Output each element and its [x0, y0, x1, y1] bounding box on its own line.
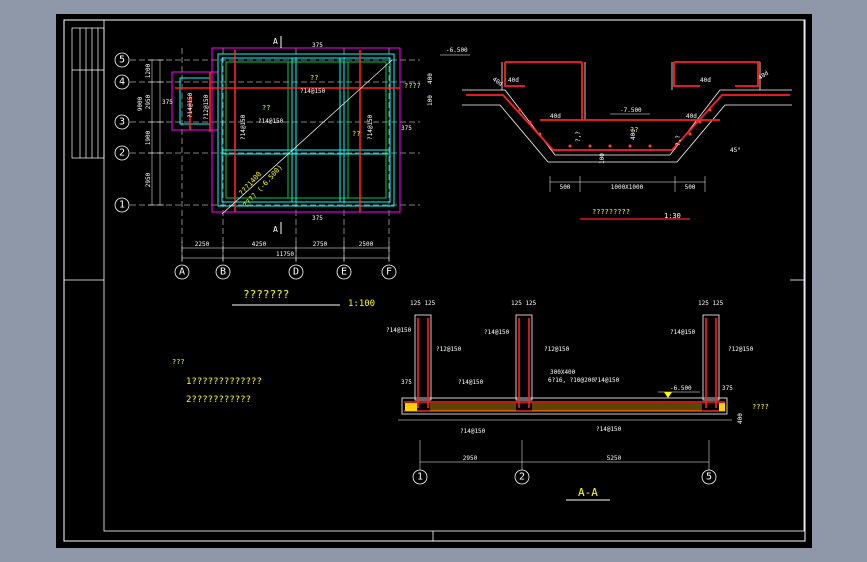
plan-rebar-label-3: ?14@150	[240, 114, 247, 140]
plan-scale: 1:100	[348, 299, 375, 309]
col-axis-b: B	[220, 267, 226, 278]
plan-mark-3: ??	[352, 130, 360, 138]
pit-bottom-dim-2: 1000X1000	[611, 184, 644, 191]
pit-lap-3: 40d	[550, 113, 561, 120]
notes-line-2: 2???????????	[186, 395, 251, 405]
notes: ??? 1????????????? 2???????????	[172, 358, 262, 405]
left-dim-1: 1200	[145, 63, 152, 78]
section-axis-1: 1	[417, 472, 423, 483]
pit-rebar-label-2: ?12@150	[203, 94, 210, 120]
right-small-dim: 375	[401, 125, 412, 132]
section-mark-top: A	[273, 37, 278, 46]
plan-rebar-label-4: ?14@150	[367, 114, 374, 140]
section-elev: -6.500	[670, 385, 692, 392]
section-rebar-left-3: ?14@150	[670, 329, 696, 336]
col-axis-d: D	[293, 267, 299, 278]
pit-elev-bottom: -7.500	[620, 107, 642, 114]
left-small-dim: 375	[162, 99, 173, 106]
pit-detail: -6.500 -7.500 40d 40d 40d 40d 40d 40d 40…	[427, 47, 792, 220]
section-rebar-right-3: ?12@150	[728, 346, 754, 353]
col-axis-f: F	[386, 267, 392, 278]
section-col-dim-3: 125 125	[698, 300, 724, 307]
section-rebar-right-2: ?12@150	[544, 346, 570, 353]
left-total-dim: 9000	[137, 96, 144, 111]
pit-lap-5: 40d	[700, 77, 711, 84]
pit-title: ?????????	[592, 208, 630, 216]
pit-scale: 1:30	[664, 212, 681, 220]
pit-dim-v1: ?,?	[575, 131, 582, 142]
row-axis-4: 4	[119, 77, 125, 88]
section-slab-bottom-1: ?14@150	[460, 428, 486, 435]
plan-mark-1: ??	[310, 74, 318, 82]
notes-line-1: 1?????????????	[186, 377, 262, 387]
col-axis-a: A	[179, 267, 185, 278]
pit-dim-left: 400	[427, 73, 434, 84]
row-axis-5: 5	[119, 55, 125, 66]
pit-mark: ??	[630, 126, 638, 134]
pit-lap-2: 40d	[508, 77, 519, 84]
section-col-dim-1: 125 125	[410, 300, 436, 307]
bottom-small-dim: 375	[312, 215, 323, 222]
section-beam-label: 300X400	[550, 369, 576, 376]
plan-view: A A 375 375 375 375 ?14@150 ?14@150 ?14@…	[114, 36, 421, 309]
section-slab-top-1: ?14@150	[458, 379, 484, 386]
section-beam-label-2: 6?16, ?10@200	[548, 377, 595, 384]
pit-rebar-label: ?14@150	[187, 92, 194, 118]
section-axis-5: 5	[706, 472, 712, 483]
section-right-mark: ????	[752, 403, 769, 411]
section-rebar-right-1: ?12@150	[436, 346, 462, 353]
left-dim-4: 2950	[145, 172, 152, 187]
col-axis-e: E	[341, 267, 347, 278]
title-block	[71, 27, 105, 159]
row-axis-3: 3	[119, 117, 125, 128]
section-col-dim-2: 125 125	[511, 300, 537, 307]
section-right-dim-2: 400	[737, 413, 744, 424]
pit-angle: 45°	[730, 147, 741, 154]
section-mark-bottom: A	[273, 225, 278, 234]
section-axis-2: 2	[519, 472, 525, 483]
left-dim-3: 1900	[145, 130, 152, 145]
bottom-dim-3: 2750	[313, 241, 328, 248]
pit-dim-v2: 40d	[630, 129, 637, 140]
pit-bottom-dim-3: 500	[685, 184, 696, 191]
section-title: A-A	[578, 486, 598, 499]
plan-mark-4: ????	[404, 82, 421, 90]
section-rebar-left-1: ?14@150	[386, 327, 412, 334]
bottom-dim-2: 4250	[252, 241, 267, 248]
section-right-dim: 375	[722, 385, 733, 392]
top-small-dim: 375	[312, 42, 323, 49]
plan-mark-2: ??	[262, 104, 270, 112]
pit-bottom-dim-1: 500	[560, 184, 571, 191]
bottom-dim-4: 2500	[359, 241, 374, 248]
pit-lap-4: 40d	[686, 113, 697, 120]
pit-dim-v3: ?,?	[675, 135, 682, 146]
section-axis-dim-1: 2950	[463, 455, 478, 462]
bottom-dim-1: 2250	[195, 241, 210, 248]
pit-elev-top: -6.500	[446, 47, 468, 54]
plan-title: ???????	[243, 288, 289, 301]
section-slab-bottom-2: ?14@150	[596, 426, 622, 433]
section-rebar-left-2: ?14@150	[484, 329, 510, 336]
plan-rebar-label-1: ?14@150	[300, 88, 326, 95]
section-a-a: 125 125 125 125 125 125 ?14@150 ?14@150 …	[386, 300, 769, 501]
notes-heading: ???	[172, 358, 185, 366]
drawing-sheet	[56, 14, 812, 548]
section-slab-top-2: ?14@150	[594, 377, 620, 384]
section-left-dim: 375	[401, 379, 412, 386]
row-axis-1: 1	[119, 200, 125, 211]
bottom-total-dim: 11750	[276, 251, 294, 258]
section-axis-dim-2: 5250	[607, 455, 622, 462]
pit-dim-mid: 100	[599, 153, 606, 164]
row-axis-2: 2	[119, 148, 125, 159]
inner-frame	[103, 19, 805, 532]
left-dim-2: 2950	[145, 94, 152, 109]
pit-dim-left-2: 100	[427, 95, 434, 106]
plan-rebar-label-2: ?14@150	[258, 118, 284, 125]
